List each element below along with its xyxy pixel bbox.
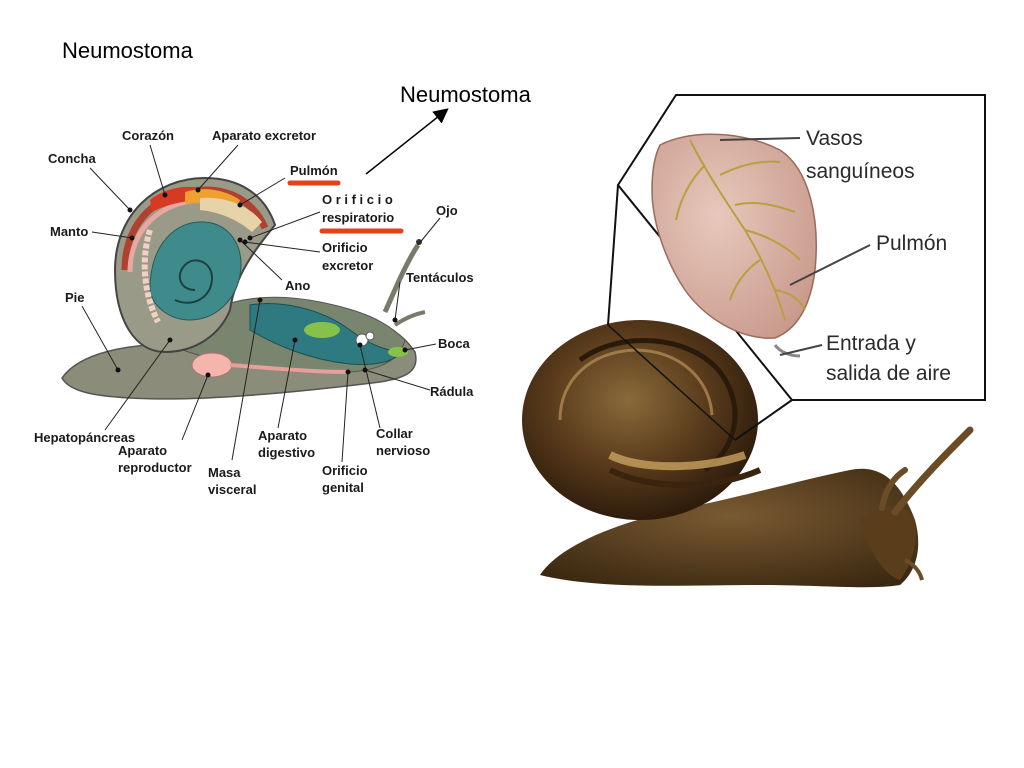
label-orificio-genital-2: genital — [322, 480, 364, 495]
label-orificio-respiratorio-2: respiratorio — [322, 210, 394, 225]
lung-section — [651, 133, 817, 339]
label-pulmon-right: Pulmón — [876, 232, 947, 255]
slide-title: Neumostoma — [62, 38, 193, 63]
upper-tentacle — [382, 243, 421, 314]
label-manto: Manto — [50, 224, 88, 239]
label-aparato-reproductor-2: reproductor — [118, 460, 192, 475]
reproductive-organ — [191, 352, 233, 378]
label-salida-aire: salida de aire — [826, 362, 951, 385]
eye-tentacle-2 — [879, 467, 908, 511]
label-sanguineos: sanguíneos — [806, 160, 915, 183]
spiral — [174, 259, 214, 304]
label-aparato-digestivo-1: Aparato — [258, 428, 307, 443]
label-collar-nervioso-1: Collar — [376, 426, 413, 441]
snail-head — [860, 505, 916, 580]
label-collar-nervioso-2: nervioso — [376, 443, 430, 458]
snail-body — [540, 468, 919, 588]
label-pulmon: Pulmón — [290, 163, 338, 178]
callout-arrow — [365, 108, 449, 175]
label-orificio-excretor-2: excretor — [322, 258, 373, 273]
label-aparato-excretor: Aparato excretor — [212, 128, 316, 143]
lung-organ — [200, 197, 262, 232]
label-concha: Concha — [48, 151, 96, 166]
label-orificio-respiratorio-1: O r i f i c i o — [322, 192, 393, 207]
snail-anatomy-diagram: Corazón Aparato excretor Concha Pulmón O… — [34, 128, 474, 497]
label-tentaculos: Tentáculos — [406, 270, 474, 285]
eye-tentacle-1 — [891, 426, 974, 516]
lower-tentacle — [393, 310, 426, 327]
label-corazon: Corazón — [122, 128, 174, 143]
green-gland — [304, 322, 340, 338]
label-orificio-genital-1: Orificio — [322, 463, 368, 478]
label-ojo: Ojo — [436, 203, 458, 218]
label-boca: Boca — [438, 336, 471, 351]
hepatopancreas — [149, 221, 242, 321]
label-masa-visceral-1: Masa — [208, 465, 241, 480]
label-entrada: Entrada y — [826, 332, 916, 355]
label-ano: Ano — [285, 278, 310, 293]
label-vasos: Vasos — [806, 127, 863, 150]
label-radula: Rádula — [430, 384, 474, 399]
label-orificio-excretor-1: Orificio — [322, 240, 368, 255]
neumostoma-callout: Neumostoma — [400, 82, 531, 107]
label-masa-visceral-2: visceral — [208, 482, 256, 497]
label-aparato-digestivo-2: digestivo — [258, 445, 315, 460]
snail-lung-illustration: Vasos sanguíneos Pulmón Entrada y salida… — [522, 94, 986, 588]
label-pie: Pie — [65, 290, 85, 305]
label-hepatopancreas: Hepatopáncreas — [34, 430, 135, 445]
label-aparato-reproductor-1: Aparato — [118, 443, 167, 458]
blood-vessels — [675, 139, 806, 321]
